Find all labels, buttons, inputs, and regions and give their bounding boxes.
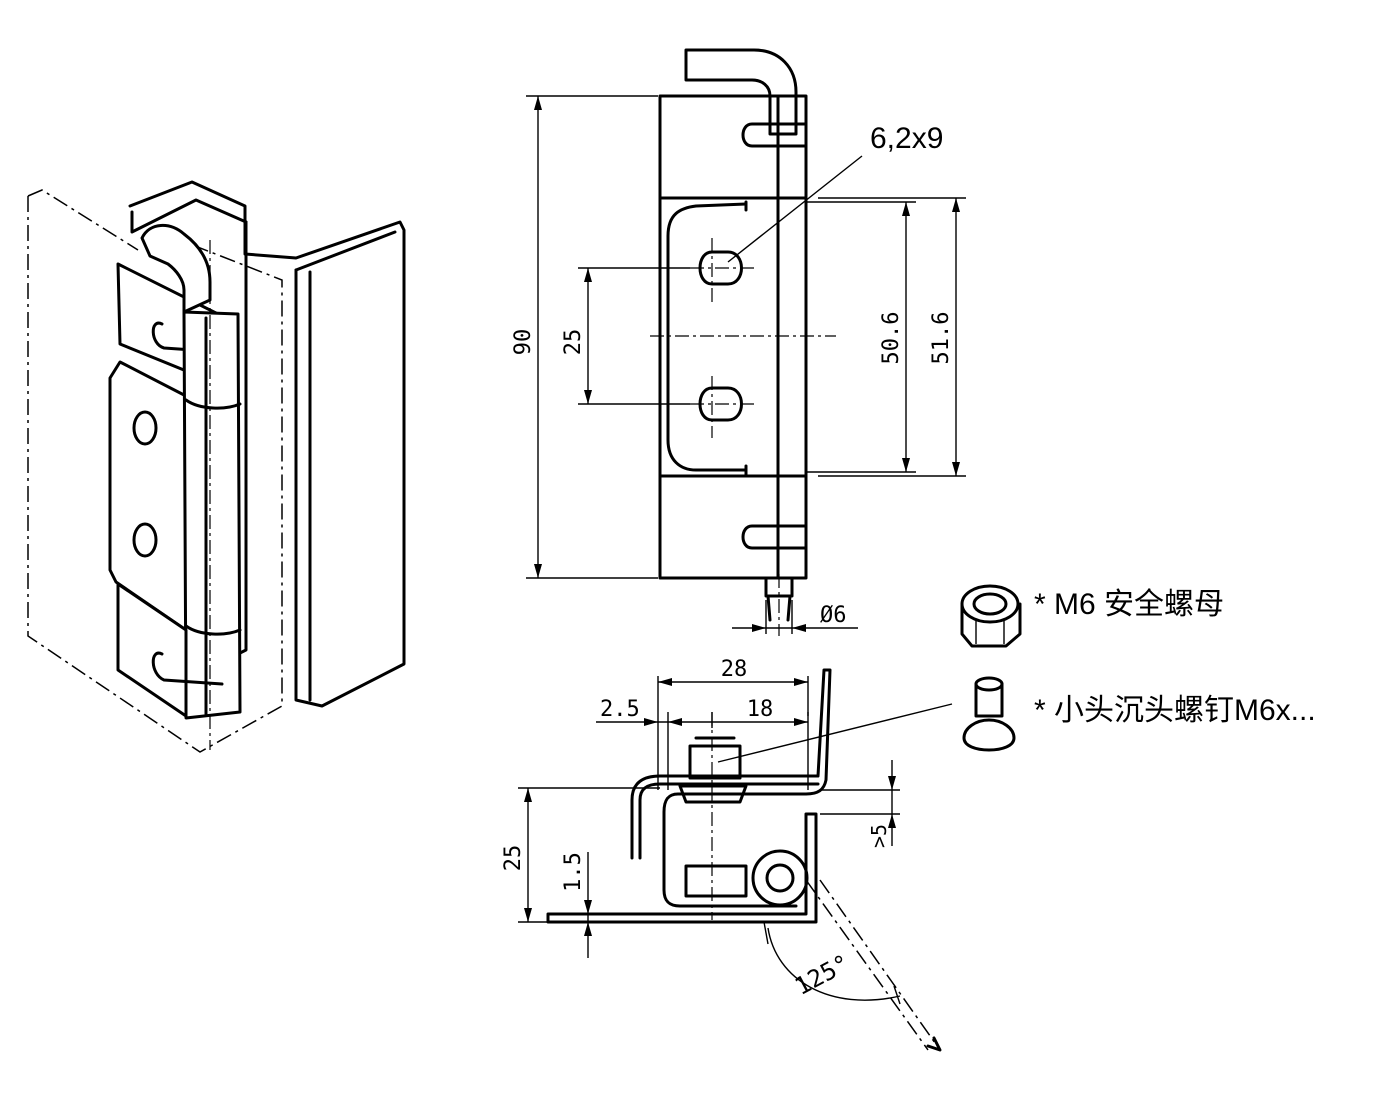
isometric-view <box>27 180 406 753</box>
part-screw-label: * 小头沉头螺钉M6x... <box>1034 694 1316 727</box>
dim-hole-spacing: 25 <box>561 329 586 356</box>
dim-depth: 25 <box>501 845 526 872</box>
dim-total-height: 90 <box>511 329 536 356</box>
top-view <box>546 668 953 1052</box>
dim-leaf-height-a: 50.6 <box>879 312 904 365</box>
dimension-lines <box>518 95 966 958</box>
dim-offset: 2.5 <box>600 697 640 722</box>
dim-width-inner: 18 <box>747 697 774 722</box>
part-nut-icon <box>960 584 1022 648</box>
dim-leaf-height-b: 51.6 <box>929 312 954 365</box>
part-nut-label: * M6 安全螺母 <box>1034 588 1224 621</box>
dim-gap: >5 <box>867 824 891 848</box>
dim-width-total: 28 <box>721 657 748 682</box>
dim-slot-hole: 6,2x9 <box>870 122 943 155</box>
part-labels: * M6 安全螺母 * 小头沉头螺钉M6x... <box>1034 588 1316 727</box>
front-view <box>650 48 863 636</box>
dimension-labels: 90 25 50.6 51.6 Ø6 6,2x9 28 18 2.5 25 1.… <box>501 122 954 1001</box>
dim-thickness: 1.5 <box>561 852 586 892</box>
part-screw-icon <box>962 676 1016 752</box>
dim-pin-diameter: Ø6 <box>820 603 847 628</box>
